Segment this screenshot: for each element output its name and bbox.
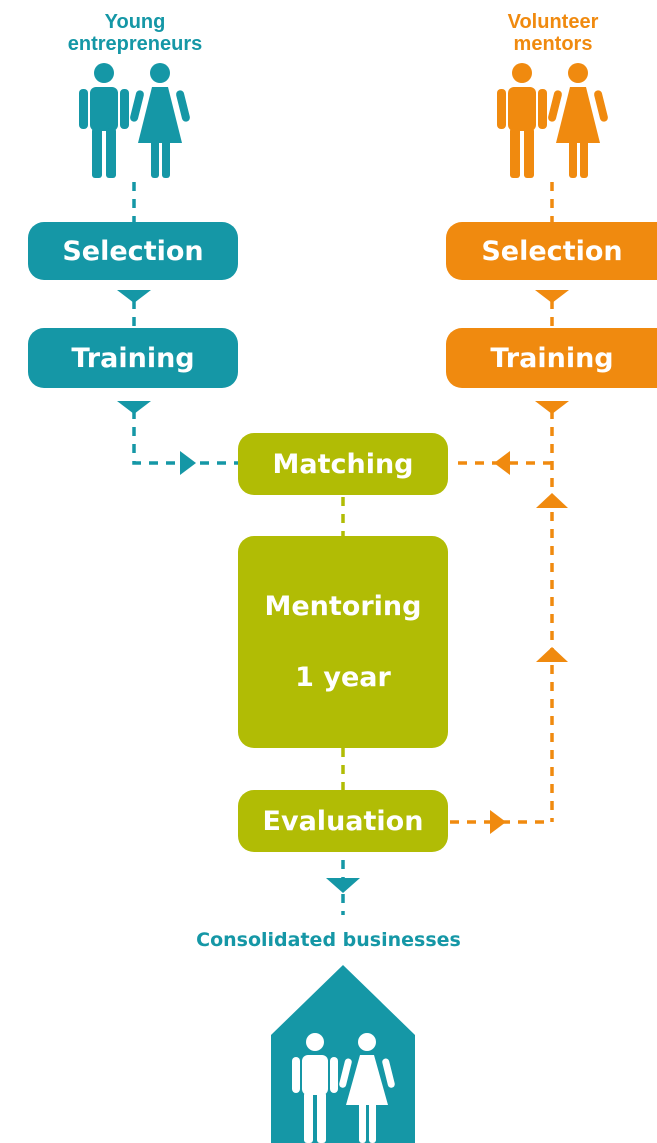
entrepreneurs-header-line1: Young [104,11,166,33]
entrepreneurs-header-line2: entrepreneurs [67,33,203,55]
entrepreneurs-people [79,63,190,178]
training-box-mentors: Training [446,328,657,388]
entrepreneurs-header: Young entrepreneurs [30,11,240,55]
mentors-people [497,63,608,178]
man-icon [292,1033,338,1143]
mentors-header: Volunteer mentors [448,11,657,55]
mentors-header-line1: Volunteer [507,11,599,33]
woman-icon [130,63,190,178]
arrow-down-teal-3 [326,878,360,893]
man-icon [79,63,129,178]
mentors-header-line2: mentors [513,33,593,55]
woman-icon [339,1033,395,1143]
arrow-up-orange-2 [536,647,568,662]
arrow-down-teal-2 [117,401,151,414]
mentoring-duration: 1 year [295,662,391,693]
arrow-down-orange-2 [535,401,569,414]
arrow-up-orange-1 [536,493,568,508]
selection-box-entrepreneurs: Selection [28,222,238,280]
training-box-entrepreneurs: Training [28,328,238,388]
arrow-down-orange-1 [535,290,569,303]
arrow-right-orange [490,810,506,834]
man-icon [497,63,547,178]
mentoring-label: Mentoring [264,591,422,622]
matching-box: Matching [238,433,448,495]
woman-icon [548,63,608,178]
mentoring-box: Mentoring 1 year [238,536,448,748]
arrow-left-orange [494,451,510,475]
evaluation-box: Evaluation [238,790,448,852]
arrow-right-teal [180,451,196,475]
arrow-down-teal-1 [117,290,151,303]
outcome-caption: Consolidated businesses [196,929,461,951]
house-icon [271,965,415,1143]
selection-box-mentors: Selection [446,222,657,280]
connector-training-to-matching-left [132,410,238,465]
